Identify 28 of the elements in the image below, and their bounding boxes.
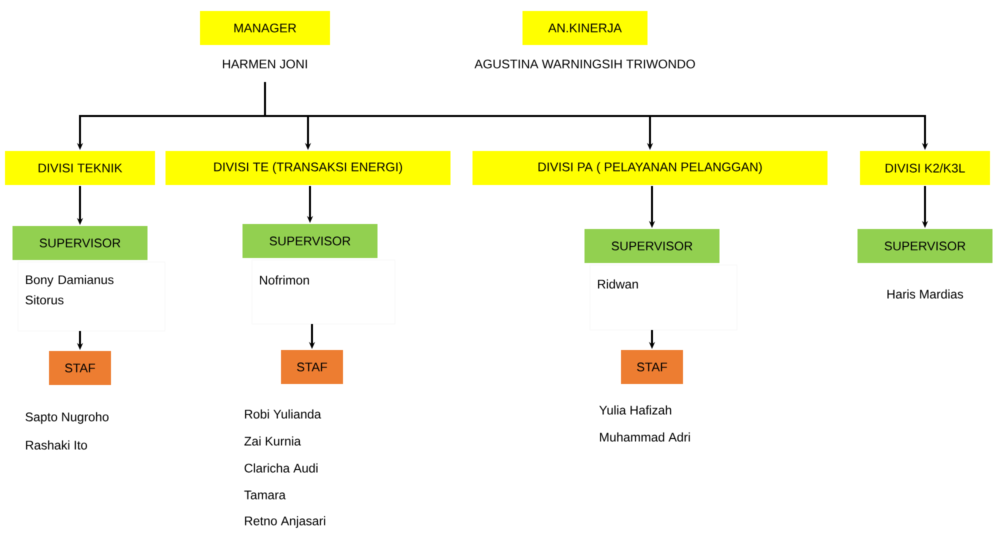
person-name: Robi Yulianda <box>245 409 322 419</box>
position-box: DIVISI PA ( PELAYANAN PELANGGAN) <box>472 151 828 185</box>
staff-box: STAF <box>49 351 111 385</box>
person-name: Bony Damianus Sitorus <box>26 275 114 304</box>
person-name: Nofrimon <box>260 275 309 285</box>
person-name: Muhammad Adri <box>600 432 690 442</box>
supervisor-box: SUPERVISOR <box>858 229 992 263</box>
supervisor-box: SUPERVISOR <box>12 226 148 260</box>
person-name: AGUSTINA WARNINGSIH TRIWONDO <box>474 60 695 68</box>
person-name: Haris Mardias <box>887 289 964 299</box>
position-box: AN.KINERJA <box>522 11 648 45</box>
supervisor-box: SUPERVISOR <box>242 224 378 258</box>
person-name: Ridwan <box>598 279 638 289</box>
position-box: DIVISI TEKNIK <box>5 151 155 185</box>
position-box: MANAGER <box>200 11 330 45</box>
supervisor-box: SUPERVISOR <box>584 229 720 263</box>
person-name: Sapto Nugroho <box>26 412 109 424</box>
position-box: DIVISI K2/K3L <box>860 151 990 185</box>
staff-box: STAF <box>281 350 343 384</box>
person-name: HARMEN JONI <box>222 60 307 68</box>
person-name: Claricha Audi <box>244 463 318 473</box>
staff-box: STAF <box>621 350 683 384</box>
position-box: DIVISI TE (TRANSAKSI ENERGI) <box>166 151 450 185</box>
person-name: Zai Kurnia <box>244 436 301 446</box>
person-name: Tamara <box>244 490 286 500</box>
person-name: Rashaki Ito <box>26 440 87 450</box>
person-name: Yulia Hafizah <box>599 405 672 415</box>
person-name: Retno Anjasari <box>245 516 326 528</box>
